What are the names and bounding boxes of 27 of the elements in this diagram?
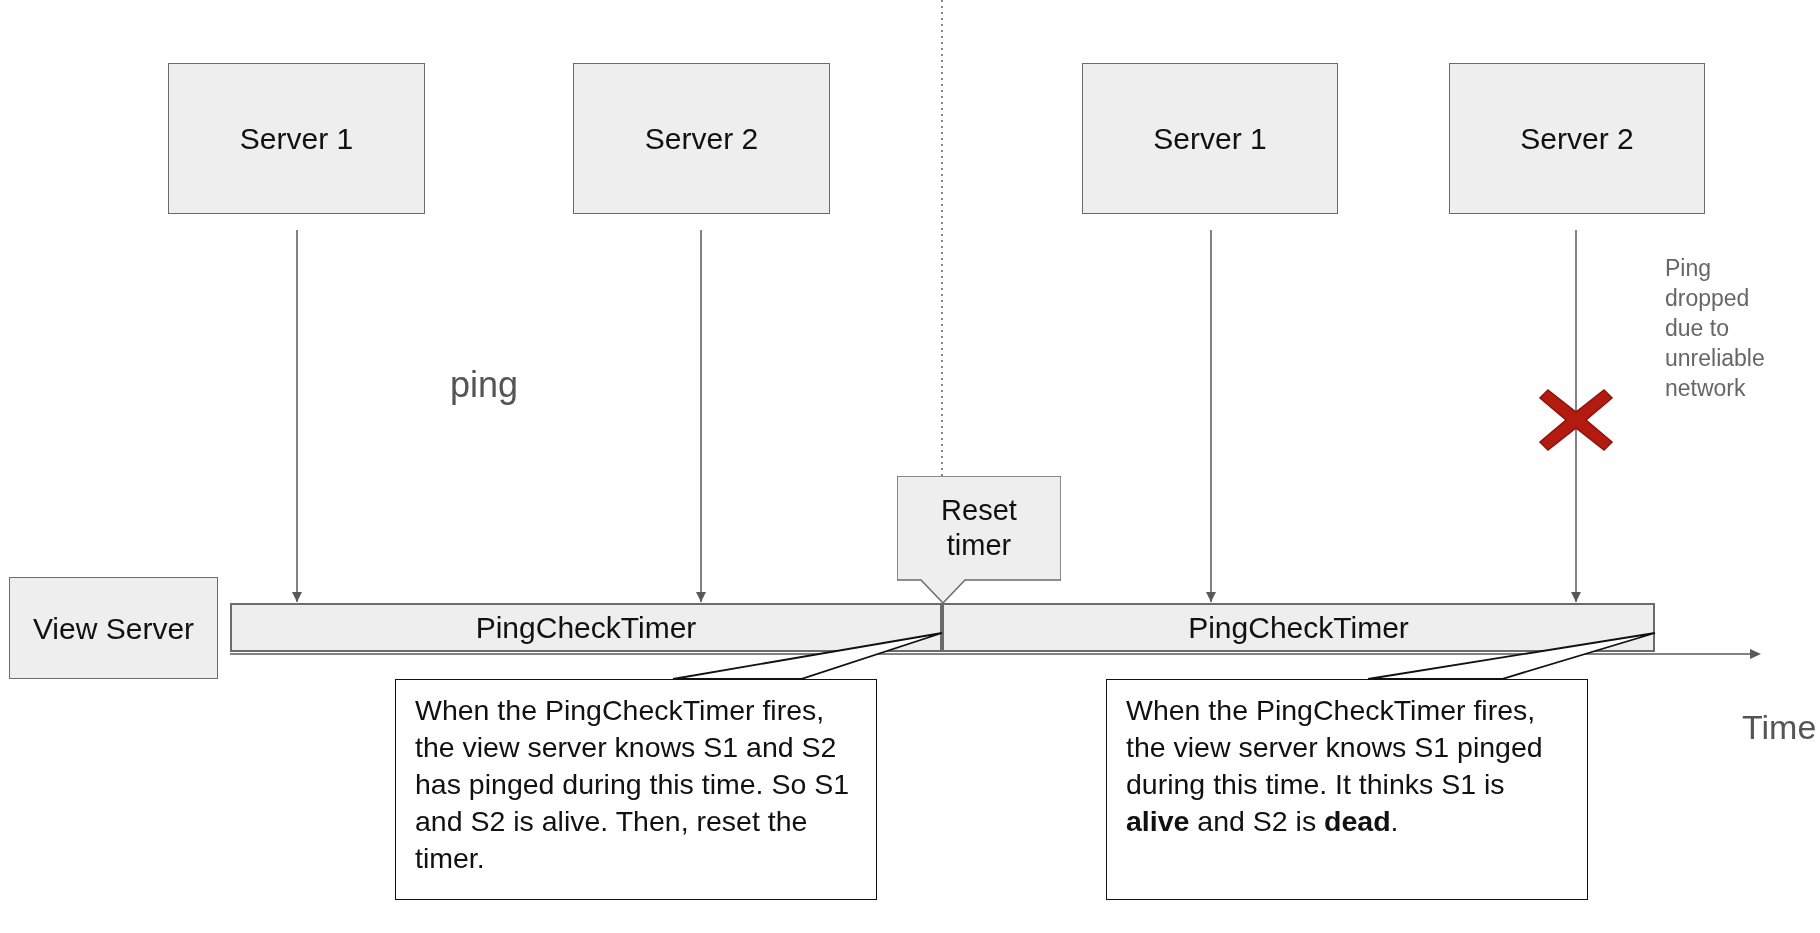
timer-bar	[942, 603, 1655, 652]
node-label: PingCheckTimer	[1187, 610, 1410, 646]
server-box	[1082, 63, 1338, 214]
server-box	[1449, 63, 1705, 214]
node-label: PingCheckTimer	[474, 610, 698, 646]
callout-text: When the PingCheckTimer fires, the view server knows S1 and S2 has pinged during this time. So S1 and S2 is alive. Then, reset the timer.	[415, 693, 851, 876]
node-label: Server 1	[1152, 121, 1268, 157]
callout-text: When the PingCheckTimer fires, the view server knows S1 pinged during this time. It thinks S1 is alive and S2 is dead.	[1126, 693, 1544, 839]
axis-label: Time	[1742, 707, 1817, 748]
arrow	[1205, 229, 1217, 603]
node-label: Reset timer	[940, 493, 1018, 563]
callout-box	[897, 476, 1061, 603]
arrow	[695, 229, 707, 603]
node-label: View Server	[31, 610, 196, 647]
node-label: Server 2	[1519, 121, 1635, 157]
callout-pointer	[1367, 632, 1656, 680]
annotation-text: Ping dropped due to unreliable network	[1665, 254, 1766, 403]
callout-pointer	[672, 632, 943, 680]
timer-bar	[230, 603, 942, 652]
message-label: ping	[450, 363, 519, 407]
node-label: Server 2	[643, 121, 760, 157]
node-label: Server 1	[238, 121, 355, 157]
server-box	[573, 63, 830, 214]
arrow	[291, 229, 303, 603]
server-box	[9, 577, 218, 679]
server-box	[168, 63, 425, 214]
arrow	[1570, 229, 1582, 603]
